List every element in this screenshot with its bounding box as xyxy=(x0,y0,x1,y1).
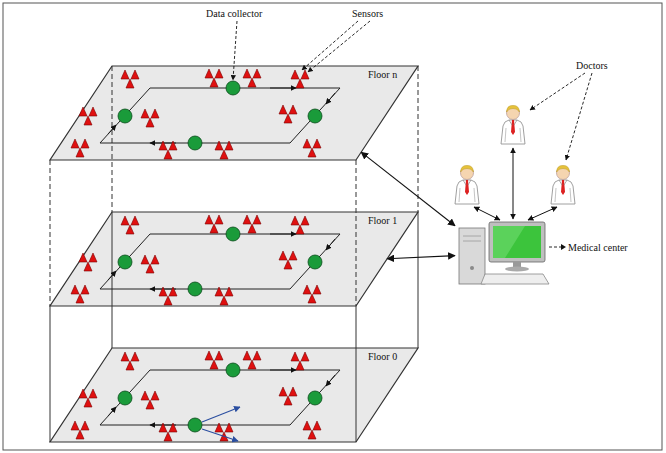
node-shape xyxy=(50,66,418,160)
data-link-arrow xyxy=(387,256,455,259)
node-shape xyxy=(50,212,418,306)
floor-plane-outline xyxy=(50,66,418,160)
doctor-links xyxy=(474,148,557,220)
floor-plane: Floor 0 xyxy=(50,348,418,442)
doctor-icon xyxy=(455,165,479,204)
doctor-icon xyxy=(501,105,525,144)
doctor-icon xyxy=(551,165,575,204)
callout-label: Data collector xyxy=(206,8,262,20)
floor-label: Floor 1 xyxy=(368,215,397,227)
callout-line xyxy=(549,244,566,250)
medical-center: Medical center xyxy=(455,218,660,290)
callout-label: Sensors xyxy=(352,8,383,20)
node-shape xyxy=(455,218,660,290)
computer-icon xyxy=(459,222,549,284)
floor-label: Floor n xyxy=(368,69,397,81)
callout-label: Doctors xyxy=(576,60,608,72)
floor-plane: Floor 1 xyxy=(50,212,418,306)
floor-plane: Floor n xyxy=(50,66,418,160)
floor-label: Floor 0 xyxy=(368,351,397,363)
node-label: Medical center xyxy=(568,242,628,254)
building-edges xyxy=(50,66,418,442)
node-shape xyxy=(50,348,418,442)
outer-frame xyxy=(3,3,662,450)
floor-plane-outline xyxy=(50,212,418,306)
floor-plane-outline xyxy=(50,348,418,442)
